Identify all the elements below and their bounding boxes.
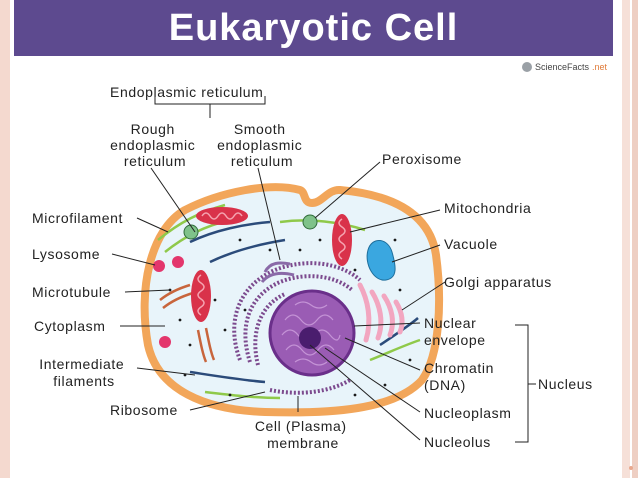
label-chromatin: Chromatin (DNA) (424, 360, 498, 393)
peroxisome (302, 214, 318, 230)
brand-logo: ScienceFacts.net (522, 62, 607, 72)
leader-lines (111, 96, 536, 443)
label-cytoplasm: Cytoplasm (34, 318, 106, 334)
label-nuclear-envelope-line1: Nuclear (424, 315, 476, 331)
label-smooth-er-line2: endoplasmic (217, 137, 302, 153)
label-lysosome: Lysosome (32, 246, 100, 262)
label-smooth-er-line1: Smooth (234, 121, 286, 137)
label-cell-membrane-line1: Cell (Plasma) (255, 418, 347, 434)
label-intermediate-filaments-line2: filaments (53, 373, 114, 389)
label-nuclear-envelope: Nuclear envelope (424, 315, 486, 348)
label-nuclear-envelope-line2: envelope (424, 332, 486, 348)
smooth-er (260, 261, 295, 284)
mitochondrion-left (191, 270, 211, 322)
label-intermediate-filaments-line1: Intermediate (39, 356, 124, 372)
label-nucleolus: Nucleolus (424, 434, 491, 450)
label-peroxisome: Peroxisome (382, 151, 462, 167)
peroxisome-2 (183, 224, 199, 240)
golgi-apparatus (357, 282, 405, 343)
label-smooth-er: Smooth endoplasmic reticulum (217, 121, 307, 169)
brand-suffix: .net (592, 62, 608, 72)
left-border-stripe (0, 0, 10, 478)
label-ribosome: Ribosome (110, 402, 178, 418)
label-microfilament: Microfilament (32, 210, 123, 226)
page-title: Eukaryotic Cell (168, 6, 459, 49)
label-nucleus: Nucleus (538, 376, 593, 392)
label-cell-membrane-line2: membrane (267, 435, 339, 451)
title-bar: Eukaryotic Cell (14, 0, 613, 56)
label-intermediate-filaments: Intermediate filaments (39, 356, 129, 389)
label-chromatin-line2: (DNA) (424, 377, 466, 393)
rough-er (232, 261, 362, 395)
mitochondrion-top (196, 207, 248, 225)
label-cell-membrane: Cell (Plasma) membrane (255, 418, 351, 451)
label-rough-er: Rough endoplasmic reticulum (110, 121, 200, 169)
label-chromatin-line1: Chromatin (424, 360, 494, 376)
mitochondrion-right (332, 214, 352, 266)
label-rough-er-line3: reticulum (124, 153, 186, 169)
label-mitochondria: Mitochondria (444, 200, 531, 216)
label-vacuole: Vacuole (444, 236, 498, 252)
label-microtubule: Microtubule (32, 284, 111, 300)
brand-name: ScienceFacts (535, 62, 590, 72)
corner-dot (629, 466, 633, 470)
nucleolus (299, 327, 321, 349)
lysosomes (153, 256, 184, 348)
right-border-stripe (622, 0, 630, 478)
label-nucleoplasm: Nucleoplasm (424, 405, 512, 421)
label-smooth-er-line3: reticulum (231, 153, 293, 169)
vacuole (366, 240, 396, 281)
right-border-stripe-outer (632, 0, 638, 478)
label-rough-er-line1: Rough (131, 121, 175, 137)
ribosomes (168, 238, 412, 397)
label-rough-er-line2: endoplasmic (110, 137, 195, 153)
brand-icon (522, 62, 532, 72)
label-golgi-apparatus: Golgi apparatus (444, 274, 552, 290)
label-endoplasmic-reticulum: Endoplasmic reticulum (110, 84, 263, 100)
